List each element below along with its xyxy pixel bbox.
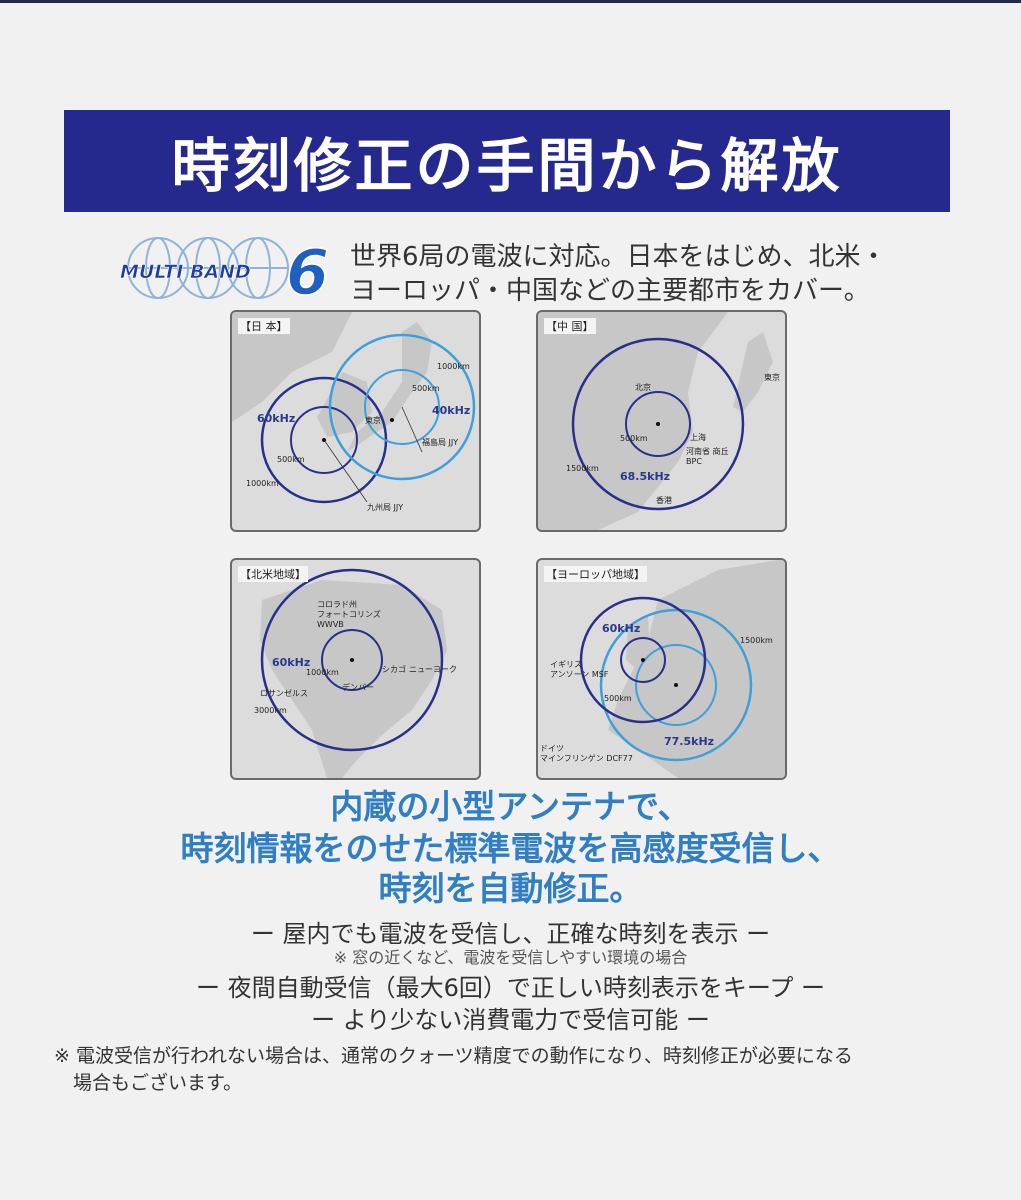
map-china: 【中 国】 東京 北京 上海 500km 河南省 商丘 BPC 1500km 6… [536,310,787,532]
headline-line-3: 時刻を自動修正。 [378,869,643,908]
na-label-newyork: ニューヨーク [409,665,457,674]
na-label-1000km: 1000km [306,668,339,677]
footnote-line-2: 場合もございます。 [54,1072,243,1094]
japan-label-fukushima: 福島局 JJY [422,438,459,447]
japan-map-graphic [232,312,476,504]
japan-label-1000km-top: 1000km [437,362,470,371]
footnote: ※ 電波受信が行われない場合は、通常のクォーツ精度での動作になり、時刻修正が必要… [54,1043,984,1097]
feature-3: ー より少ない消費電力で受信可能 ー [311,1006,710,1034]
china-label-khz: 68.5kHz [620,470,671,483]
europe-label-60khz: 60kHz [602,622,641,635]
na-label-denver: デンバー [342,683,374,692]
feature-2: ー 夜間自動受信（最大6回）で正しい時刻表示をキープ ー [195,974,826,1002]
china-map-graphic [538,312,773,530]
china-label-bpc: 河南省 商丘 BPC [686,447,729,466]
europe-label-1500km: 1500km [740,636,773,645]
map-japan: 【日 本】 1000km 500km 東京 40kHz 福島局 JJY 60kH… [230,310,481,532]
europe-label-dcf: ドイツ マインフリンゲン DCF77 [540,744,633,763]
na-label-60khz: 60kHz [272,656,311,669]
na-label-la: ロサンゼルス [260,689,308,698]
multiband6-logo: MULTI BAND 6 [120,235,330,308]
map-europe: 【ヨーロッパ地域】 60kHz 1500km イギリス アンソーン MSF 50… [536,558,787,780]
na-map-graphic [260,568,447,778]
japan-label-1000km-bottom: 1000km [246,479,279,488]
china-label-beijing: 北京 [635,383,651,392]
china-label-1500km: 1500km [566,464,599,473]
europe-label-77khz: 77.5kHz [664,735,715,748]
headline-line-2: 時刻情報をのせた標準電波を高感度受信し、 [180,829,841,868]
map-north-america: 【北米地域】 コロラド州 フォートコリンズ WWVB 60kHz 1000km … [230,558,481,780]
banner-title: 時刻修正の手間から解放 [171,132,843,200]
japan-label-500km-top: 500km [412,384,440,393]
europe-map-graphic [579,560,785,778]
na-label-3000km: 3000km [254,706,287,715]
europe-label-msf: イギリス アンソーン MSF [550,660,609,679]
intro-text: 世界6局の電波に対応。日本をはじめ、北米・ ヨーロッパ・中国などの主要都市をカバ… [350,240,950,308]
feature-1-note: ※ 窓の近くなど、電波を受信しやすい環境の場合 [333,948,688,967]
title-banner: 時刻修正の手間から解放 [64,110,950,212]
map-na-title: 【北米地域】 [238,566,308,582]
map-japan-title: 【日 本】 [238,318,290,334]
china-label-500km: 500km [620,434,648,443]
intro-line-1: 世界6局の電波に対応。日本をはじめ、北米・ [350,242,887,272]
na-label-wwvb: コロラド州 フォートコリンズ WWVB [317,600,381,629]
top-border [0,0,1021,3]
svg-text:6: 6 [286,236,329,308]
china-label-hongkong: 香港 [656,496,672,505]
china-label-tokyo: 東京 [764,373,780,382]
footnote-line-1: ※ 電波受信が行われない場合は、通常のクォーツ精度での動作になり、時刻修正が必要… [54,1045,853,1067]
japan-label-kyushu: 九州局 JJY [367,503,404,512]
map-europe-title: 【ヨーロッパ地域】 [544,566,647,582]
japan-label-60khz: 60kHz [257,412,296,425]
feature-1: ー 屋内でも電波を受信し、正確な時刻を表示 ー [250,920,771,948]
map-china-title: 【中 国】 [544,318,596,334]
japan-label-500km-bottom: 500km [277,455,305,464]
china-label-shanghai: 上海 [690,433,706,442]
japan-label-tokyo: 東京 [365,416,381,425]
japan-label-40khz: 40kHz [432,404,471,417]
intro-line-2: ヨーロッパ・中国などの主要都市をカバー。 [350,276,870,306]
svg-text:MULTI BAND: MULTI BAND [120,261,251,283]
europe-label-500km: 500km [604,694,632,703]
na-label-chicago: シカゴ [382,665,406,674]
headline-line-1: 内蔵の小型アンテナで、 [330,787,691,826]
